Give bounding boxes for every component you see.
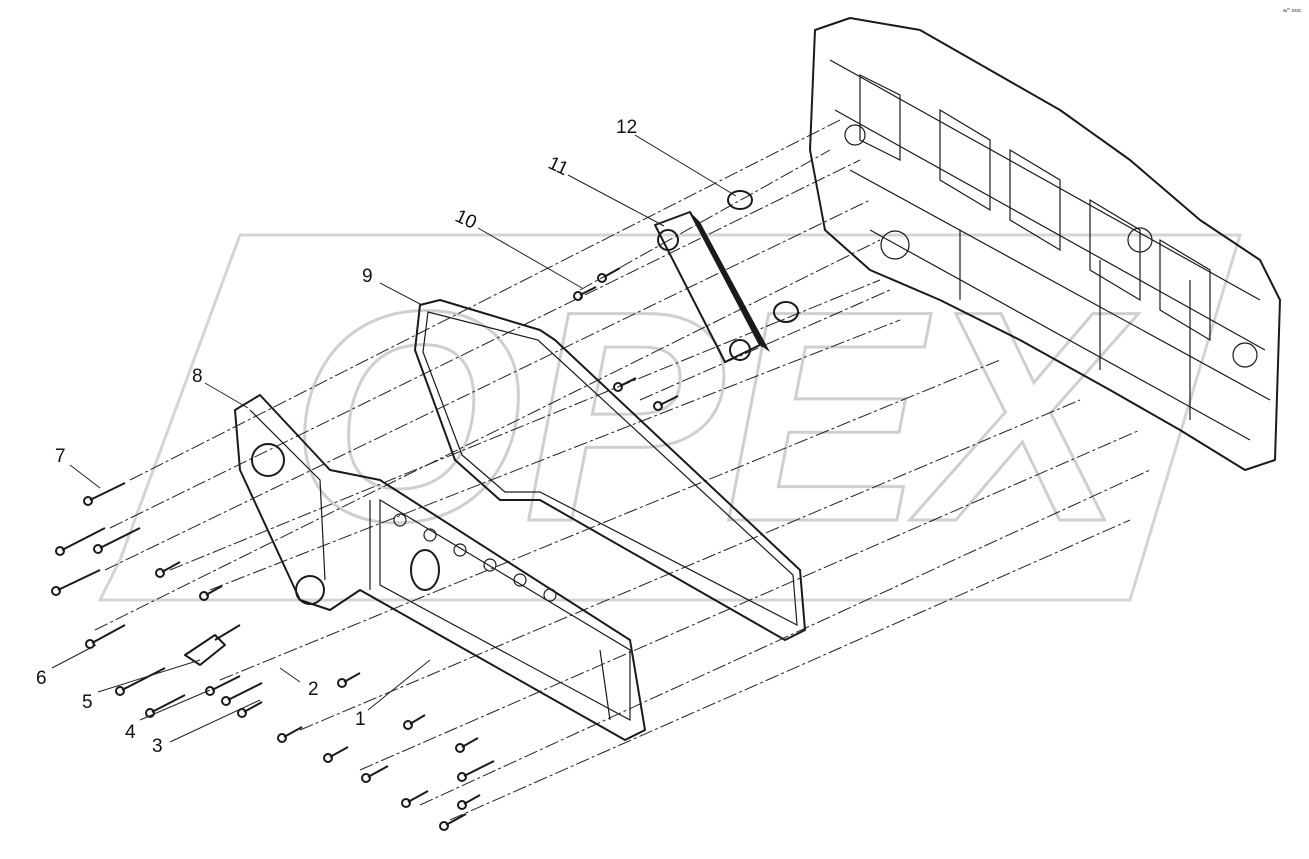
oil-cooler-element xyxy=(654,190,799,363)
callout-3: 3 xyxy=(152,736,163,757)
alignment-lines xyxy=(94,119,1151,821)
callout-9: 9 xyxy=(362,266,373,287)
callout-5: 5 xyxy=(82,692,93,713)
callout-2: 2 xyxy=(308,679,319,700)
sensor-plug xyxy=(184,624,241,666)
callout-1: 1 xyxy=(355,709,366,730)
callout-10: 10 xyxy=(452,206,480,234)
engine-block xyxy=(809,17,1281,471)
callout-6: 6 xyxy=(36,668,47,689)
callout-4: 4 xyxy=(125,722,136,743)
callout-12: 12 xyxy=(616,117,637,138)
callout-11: 11 xyxy=(545,153,572,180)
gasket xyxy=(414,299,806,641)
cover-housing xyxy=(234,394,646,741)
leader-lines xyxy=(51,134,737,743)
callout-8: 8 xyxy=(192,366,203,387)
corner-mark: a/" ooo xyxy=(1283,8,1301,14)
bolts xyxy=(51,267,679,831)
callout-7: 7 xyxy=(55,446,66,467)
